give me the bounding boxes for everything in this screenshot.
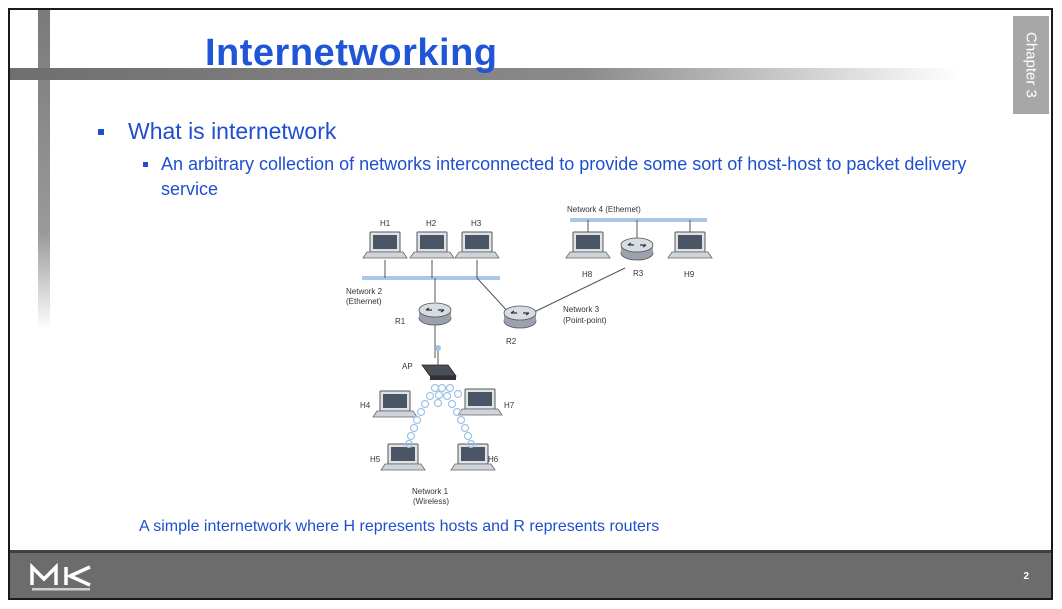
bullet-square-icon (98, 128, 104, 135)
label-h6: H6 (488, 455, 499, 464)
bullet-level-1: What is internetwork (98, 118, 336, 145)
host-h8 (565, 231, 611, 259)
label-h9: H9 (684, 270, 695, 279)
host-h3 (454, 231, 500, 259)
label-network-4: Network 4 (Ethernet) (567, 205, 641, 214)
access-point (421, 345, 457, 380)
host-h4 (372, 390, 418, 418)
bullet-level-2-text: An arbitrary collection of networks inte… (161, 154, 967, 199)
label-network-1: Network 1 (412, 487, 449, 496)
slide-title: Internetworking (205, 32, 498, 74)
bullet-level-1-text: What is internetwork (128, 118, 337, 144)
host-h1 (362, 231, 408, 259)
label-h5: H5 (370, 455, 381, 464)
host-h2 (409, 231, 455, 259)
figure-caption: A simple internetwork where H represents… (139, 518, 660, 535)
chapter-tab: Chapter 3 (1013, 16, 1049, 114)
label-r1: R1 (395, 317, 406, 326)
label-r3: R3 (633, 269, 644, 278)
footer-bar: 2 (10, 550, 1051, 598)
label-network-3-type: (Point-point) (563, 316, 607, 325)
label-network-3: Network 3 (563, 305, 600, 314)
title-underline-bar (10, 68, 960, 80)
label-h7: H7 (504, 401, 515, 410)
router-r3 (620, 237, 654, 261)
label-network-1-type: (Wireless) (413, 497, 449, 506)
router-r2 (503, 305, 537, 329)
label-h2: H2 (426, 219, 437, 228)
label-h8: H8 (582, 270, 593, 279)
label-ap: AP (402, 362, 413, 371)
chapter-tab-label: Chapter 3 (1022, 32, 1040, 98)
internetwork-diagram: H1 H2 H3 H8 H9 H4 H7 H5 H6 R1 R2 R3 AP N… (346, 205, 713, 506)
host-h5 (380, 443, 426, 471)
router-r1 (418, 302, 452, 326)
host-h9 (667, 231, 713, 259)
page-number: 2 (1023, 571, 1029, 582)
bullet-level-2: An arbitrary collection of networks inte… (143, 152, 993, 202)
slide: Internetworking Chapter 3 What is intern… (8, 8, 1053, 600)
label-network-2-type: (Ethernet) (346, 297, 382, 306)
mk-logo (30, 563, 91, 591)
label-h4: H4 (360, 401, 371, 410)
label-h3: H3 (471, 219, 482, 228)
label-r2: R2 (506, 337, 517, 346)
host-h7 (457, 388, 503, 416)
bullet-square-small-icon (143, 162, 148, 167)
label-network-2: Network 2 (346, 287, 383, 296)
label-h1: H1 (380, 219, 391, 228)
left-accent-bar (38, 10, 50, 330)
